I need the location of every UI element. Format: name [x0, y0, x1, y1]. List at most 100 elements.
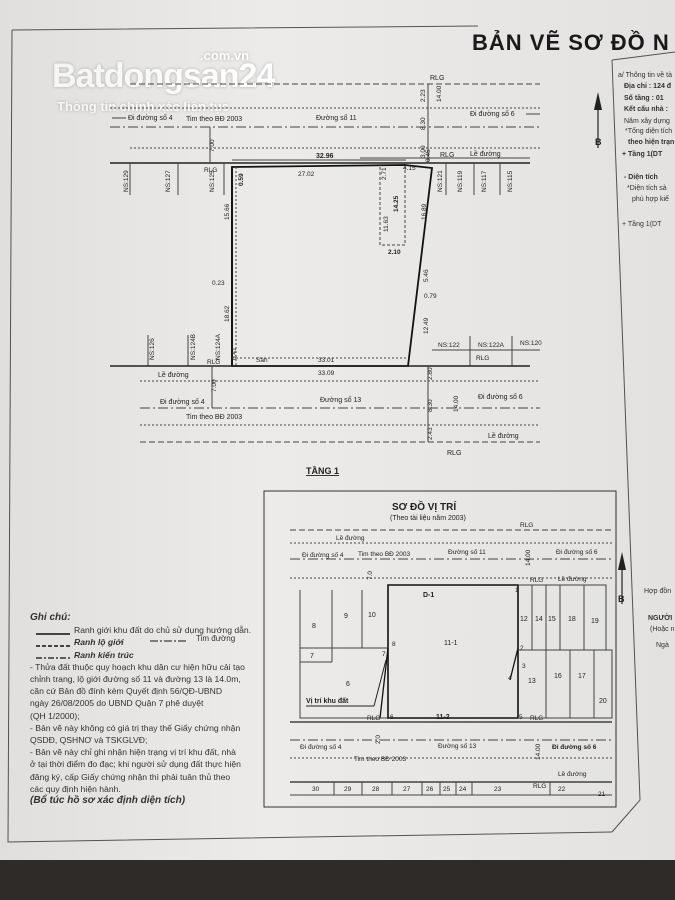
- parcel-label: 21: [598, 791, 606, 798]
- notes-heading: Ghi chú:: [30, 612, 71, 623]
- note-line: chỉnh trang, lộ giới đường số 11 và đườn…: [30, 674, 241, 685]
- dim-label: 14.00: [535, 743, 542, 760]
- dim-label: 0.41: [231, 347, 238, 360]
- page-border: [7, 25, 613, 843]
- road-name-top: Đường số 11: [316, 113, 357, 122]
- parcel-label: 8: [312, 623, 316, 630]
- point-label: D-1: [423, 592, 434, 599]
- neighbor-label: NS:119: [457, 170, 464, 192]
- parcel-label: 30: [312, 786, 320, 793]
- dim-label: 2.71: [381, 167, 388, 180]
- neighbor-label: NS:127: [165, 170, 172, 192]
- note-line: ở tại thời điểm đo đạc; khi người sử dụn…: [30, 759, 241, 770]
- background-surface: [0, 860, 675, 900]
- rlg-label: RLG: [476, 355, 489, 362]
- neighbor-label: NS:125: [209, 170, 216, 192]
- dim-label: 2.0: [375, 735, 382, 744]
- info-line: + Tầng 1(DT: [622, 151, 663, 158]
- sidewalk-label: Lề đường: [488, 431, 519, 440]
- dim-label: 14.00: [453, 395, 460, 412]
- road-center-label: Tim theo BĐ 2003: [358, 551, 411, 558]
- info-line: Ngà: [656, 642, 669, 649]
- marker-arrow: [373, 659, 387, 707]
- dim-label: 7.0: [367, 571, 374, 580]
- neighbor-label: NS:126: [149, 338, 156, 360]
- note-line: căn cứ Bản đồ đính kèm Quyết định 56/QĐ-…: [30, 686, 223, 697]
- dim-label: 7.00: [209, 139, 216, 152]
- info-line: *Diện tích sà: [627, 185, 667, 192]
- dim-label: 14.00: [436, 85, 443, 102]
- north-label: B: [595, 137, 602, 147]
- rlg-label: RLG: [520, 522, 533, 529]
- info-line: Địa chỉ : 124 đ: [624, 83, 672, 90]
- info-line: *Tổng diện tích: [625, 128, 673, 135]
- neighbor-label: NS:115: [507, 170, 514, 192]
- dim-label: 2.23: [420, 89, 427, 102]
- block-outline: [518, 584, 613, 719]
- info-line: Số tầng : 01: [624, 95, 664, 102]
- dim-label: 14.25: [393, 195, 400, 212]
- watermark-tagline: Thông tin chính xác liên tục: [57, 99, 229, 114]
- parcel-label: 11-1: [444, 640, 458, 647]
- neighbor-label: NS:121: [437, 170, 444, 192]
- rlg-label: RLG: [440, 152, 454, 159]
- legend-item: Ranh lộ giới: [74, 637, 124, 648]
- road-dir-right: Đi đường số 6: [556, 547, 598, 556]
- note-line: - Bản vẽ này không có giá trị thay thế G…: [30, 722, 241, 733]
- note-line: đăng ký, cấp Giấy chứng nhận thì phải tu…: [30, 771, 231, 782]
- info-line: phù hợp kiế: [632, 196, 669, 203]
- panel-border: [611, 59, 641, 833]
- dim-label: 14.00: [525, 549, 532, 566]
- parcel-label: 15: [548, 616, 556, 623]
- info-line: Hợp đồn: [644, 588, 672, 595]
- parcel-label: 20: [599, 698, 607, 705]
- dim-label: 2.80: [427, 367, 434, 380]
- road-name-top: Đường số 11: [448, 547, 486, 556]
- road-dir-right: Đi đường số 6: [478, 392, 523, 401]
- parcel-label: 14: [535, 616, 543, 623]
- sidewalk-label: Lề đường: [558, 574, 587, 583]
- parcel-label: 9: [344, 613, 348, 620]
- floor-plan: RLG Đi đường số 4 Tim theo BĐ 2003 Đường…: [110, 75, 542, 476]
- dim-label: 0.45: [425, 149, 432, 162]
- legend-item: Ranh kiến trúc: [74, 649, 134, 660]
- dim-label: 8.30: [427, 399, 434, 412]
- info-line: a/ Thông tin về tà: [618, 72, 672, 79]
- info-line: Năm xây dựng: [624, 118, 670, 125]
- dim-label: 3.00: [420, 145, 427, 158]
- road-center-label: Tim theo BĐ 2003: [186, 414, 242, 421]
- dim-label: 33.09: [318, 370, 335, 377]
- road-center-label: Tim theo BĐ 2003: [354, 756, 407, 763]
- parcel-label: 6: [346, 681, 350, 688]
- point-label: 1: [515, 587, 519, 594]
- neighbor-label: NS:117: [481, 170, 488, 192]
- rlg-label: RLG: [204, 167, 217, 174]
- dim-label: 4.15: [403, 165, 416, 172]
- dim-label: 0.59: [238, 173, 245, 186]
- panel-border: [611, 51, 675, 61]
- rlg-label: RLG: [430, 75, 444, 82]
- rlg-label: RLG: [367, 715, 380, 722]
- plan-caption: TẦNG 1: [306, 466, 339, 476]
- info-line: NGƯỜI: [648, 615, 673, 622]
- lot-boundary: [231, 164, 434, 367]
- dim-label: 33.01: [318, 357, 335, 364]
- dim-label: 0.23: [212, 280, 225, 287]
- dim-label: 18.62: [224, 305, 231, 322]
- point-label: 3: [522, 663, 526, 670]
- watermark-brand: Batdongsan24: [52, 57, 275, 95]
- info-line: Kết cấu nhà :: [624, 106, 668, 113]
- info-line: + Tầng 1(DT: [622, 221, 662, 228]
- dim-label: 32.96: [316, 153, 334, 160]
- info-line: - Diện tích: [624, 174, 658, 181]
- info-line: theo hiện trạn: [628, 139, 675, 146]
- note-line: QSDĐ, QSHNƠ và TSKGLVĐ;: [30, 735, 148, 746]
- lot-edge: [379, 647, 389, 719]
- neighbor-label: NS:129: [123, 170, 130, 192]
- parcel-label: 23: [494, 786, 502, 793]
- parcel-label: 28: [372, 786, 380, 793]
- dim-label: 2.10: [388, 249, 401, 256]
- north-label: B: [618, 594, 625, 604]
- site-marker-label: Vị trí khu đất: [306, 697, 349, 705]
- road-dir-left: Đi đường số 4: [160, 397, 205, 406]
